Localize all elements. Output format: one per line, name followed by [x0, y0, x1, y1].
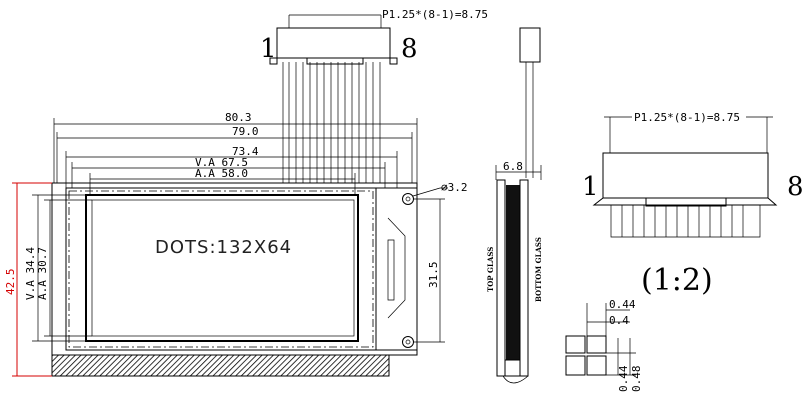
- dim-80-3-line: [53, 118, 418, 183]
- dim-va-width-line: [71, 162, 386, 188]
- pcb-outline: [51, 182, 418, 356]
- dim-thickness-line: [495, 165, 542, 180]
- mount-hole-top-center: [405, 196, 411, 202]
- dim-aa-height: A.A 30.7: [36, 247, 49, 300]
- pixel-dim-0-44: 0.44: [609, 298, 636, 311]
- top-glass-label: TOP GLASS: [486, 247, 495, 292]
- detail-pitch-dim: [604, 116, 773, 153]
- pixel-detail: 0.44 0.4 0.44 0.48: [565, 298, 643, 393]
- connector-detail: P1.25*(8-1)=8.75 1 8 (1:2): [582, 111, 804, 298]
- dim-aa-width-line: [89, 173, 356, 195]
- side-lcd-layer: [506, 185, 520, 360]
- dim-pcb-width: 79.0: [232, 125, 259, 138]
- fpc-ribbon: [282, 62, 381, 183]
- bracket-edges: [376, 187, 417, 351]
- bottom-hatched-strip: [51, 354, 390, 377]
- mount-hole-bottom: [402, 336, 414, 348]
- dim-79-line: [56, 132, 413, 183]
- active-area: [91, 199, 355, 337]
- detail-housing: [602, 152, 769, 199]
- pixel-2: [586, 335, 607, 354]
- dim-thickness: 6.8: [503, 160, 523, 173]
- dim-aa-width: A.A 58.0: [195, 167, 248, 180]
- dim-overall-width: 80.3: [225, 111, 252, 124]
- pixel-1: [565, 335, 586, 354]
- detail-pin-8: 8: [787, 172, 804, 202]
- detail-pins: [610, 205, 761, 238]
- front-view: DOTS:132X64 ⌀3.2: [51, 62, 468, 377]
- detail-flange: [592, 197, 778, 206]
- dim-va-width: V.A 67.5: [195, 156, 248, 169]
- dim-aa-height-line: [44, 199, 92, 337]
- bracket-notch: [387, 217, 406, 319]
- top-connector: P1.25*(8-1)=8.75 1 8: [260, 8, 488, 65]
- connector-pitch-label: P1.25*(8-1)=8.75: [382, 8, 488, 21]
- connector-pitch-dim: [288, 14, 382, 28]
- dim-hole-spacing-line: [414, 198, 445, 343]
- dim-va-height: V.A 34.4: [24, 247, 37, 300]
- detail-pin-1: 1: [582, 172, 599, 202]
- dim-overall-height: 42.5: [4, 269, 17, 296]
- bezel-frame: [65, 187, 377, 351]
- pixel-dim-0-48-v: 0.48: [630, 366, 643, 393]
- dim-frame-width: 73.4: [232, 145, 259, 158]
- pixel-dim-0-44-v: 0.44: [617, 365, 630, 392]
- horizontal-dimensions: 80.3 79.0 73.4 V.A 67.5 A.A 58.0: [53, 111, 418, 195]
- dim-73-4-line: [65, 151, 398, 188]
- connector-tabs: [269, 57, 398, 65]
- connector-housing: [276, 27, 391, 59]
- dim-va-height-line: [32, 194, 86, 342]
- dim-42-5-line: [12, 182, 52, 377]
- frame-centerline: [68, 190, 374, 348]
- bracket-slot: [387, 239, 395, 301]
- hole-leader: [412, 187, 448, 197]
- bottom-glass-label: BOTTOM GLASS: [534, 237, 543, 302]
- connector-pin-8: 8: [401, 34, 418, 64]
- dots-label: DOTS:132X64: [155, 237, 292, 258]
- pixel-3: [565, 355, 586, 376]
- vertical-dimensions: 42.5 V.A 34.4 A.A 30.7 31.5: [4, 182, 445, 377]
- side-bottom-edge: [505, 359, 521, 377]
- mount-hole-top: [402, 193, 414, 205]
- side-bottom-glass: [519, 179, 529, 377]
- connector-latch: [306, 57, 364, 65]
- side-fpc-bend: [502, 375, 529, 384]
- pixel-4: [586, 355, 607, 376]
- detail-latch: [645, 197, 727, 207]
- mount-hole-bottom-center: [405, 339, 411, 345]
- detail-pitch-label: P1.25*(8-1)=8.75: [634, 111, 740, 124]
- viewing-area: [85, 194, 359, 342]
- pixel-dim-0-4: 0.4: [609, 314, 629, 327]
- side-top-glass: [496, 179, 506, 377]
- pixel-height-dims: [606, 338, 636, 376]
- side-view: 6.8 TOP GLASS BOTTOM GLASS: [486, 27, 543, 384]
- connector-pin-1: 1: [260, 34, 277, 64]
- hole-dia-label: ⌀3.2: [441, 181, 468, 194]
- dim-hole-spacing: 31.5: [427, 262, 440, 289]
- pixel-width-dims: [586, 303, 630, 336]
- side-connector: [519, 27, 541, 63]
- detail-scale-label: (1:2): [641, 263, 713, 298]
- side-fpc: [525, 62, 534, 178]
